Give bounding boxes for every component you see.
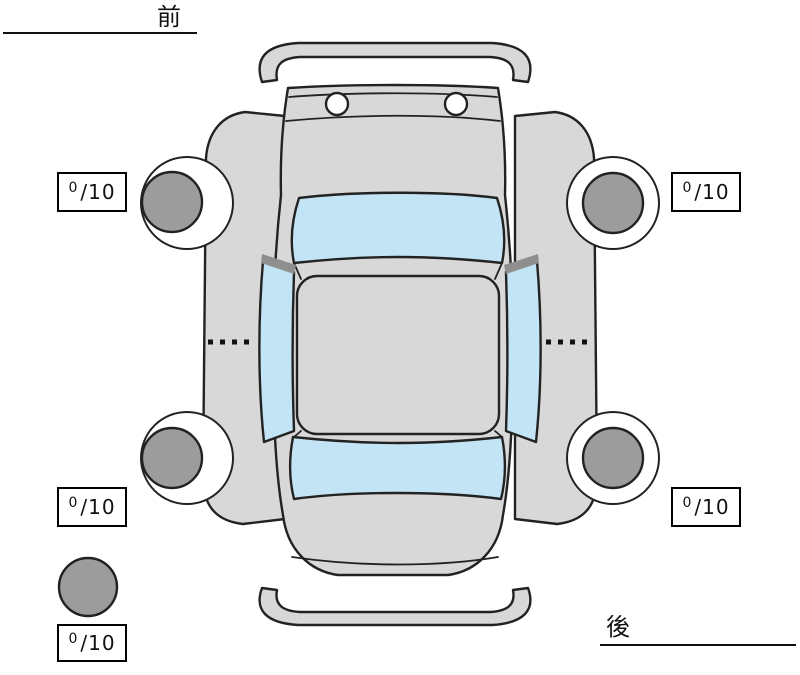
roof-panel	[295, 274, 501, 436]
hood-circle-left	[324, 91, 350, 117]
b-pillar-right-shade	[504, 254, 539, 274]
tire-score-max: /10	[80, 180, 116, 204]
side-window-left-glass	[258, 259, 296, 444]
tire-score-value: 0	[68, 631, 78, 647]
wheel-rear-right-icon	[581, 426, 645, 490]
tire-score-max: /10	[80, 631, 116, 655]
rear-label-text: 後	[606, 613, 630, 641]
tire-score-value: 0	[68, 180, 78, 196]
tire-score-box-rear-right: 0 /10	[671, 487, 741, 527]
wheel-front-left-icon	[140, 170, 204, 234]
tire-score-value: 0	[682, 495, 692, 511]
wheel-rear-left-icon	[140, 426, 204, 490]
tire-score-box-rear-left: 0 /10	[57, 487, 127, 527]
tire-score-box-spare: 0 /10	[57, 624, 127, 662]
hood-seam-line-upper	[288, 92, 498, 98]
side-window-right-glass	[504, 259, 542, 444]
front-orientation-label: 前	[3, 2, 197, 34]
front-bumper	[258, 41, 532, 84]
wheel-front-right-icon	[581, 171, 645, 235]
tire-score-value: 0	[682, 180, 692, 196]
tire-score-max: /10	[694, 180, 730, 204]
tire-score-max: /10	[80, 495, 116, 519]
rear-orientation-label: 後	[600, 612, 796, 646]
hood-seam-line-lower	[285, 114, 501, 122]
windshield-glass	[290, 191, 506, 265]
c-pillar-right-line	[494, 430, 503, 438]
tire-score-box-front-left: 0 /10	[57, 172, 127, 212]
a-pillar-right-line	[494, 262, 503, 280]
c-pillar-left-line	[293, 430, 302, 438]
rear-bumper	[258, 586, 532, 627]
spare-tire-icon	[57, 556, 119, 618]
tire-score-max: /10	[694, 495, 730, 519]
b-pillar-left-shade	[261, 254, 296, 274]
tire-score-value: 0	[68, 495, 78, 511]
rear-window-glass	[288, 435, 507, 501]
front-label-text: 前	[157, 3, 181, 31]
trunk-seam-line	[291, 556, 499, 566]
tire-score-box-front-right: 0 /10	[671, 172, 741, 212]
hood-circle-right	[443, 91, 469, 117]
